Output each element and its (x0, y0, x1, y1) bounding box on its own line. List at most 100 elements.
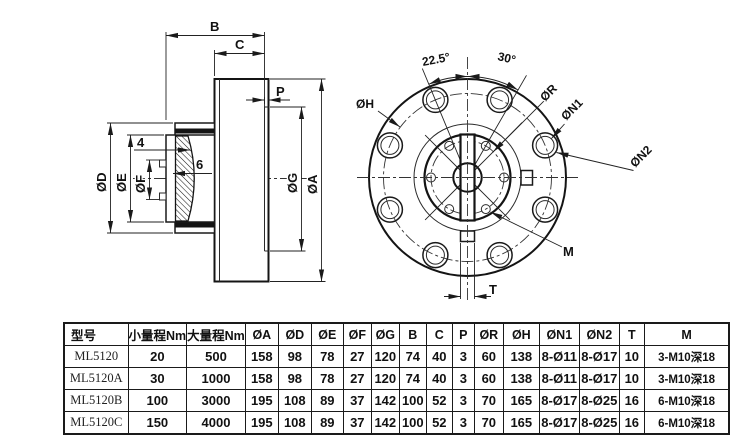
value-cell: 3 (451, 389, 475, 412)
value-cell: 138 (502, 345, 540, 368)
value-cell: 3 (451, 367, 475, 390)
dim-label-6: 6 (196, 157, 203, 172)
value-cell: 142 (370, 389, 400, 412)
model-cell: ML5120A (63, 367, 129, 390)
value-cell: 3000 (186, 389, 246, 412)
value-cell: 78 (310, 345, 344, 368)
column-header: ØH (502, 322, 540, 346)
angle-label-30: 30° (496, 49, 517, 67)
dim-label-dD: ØD (94, 173, 109, 193)
value-cell: 500 (186, 345, 246, 368)
value-cell: 8-Ø25 (578, 411, 620, 435)
value-cell: 30 (127, 367, 188, 390)
dim-label-dA: ØA (305, 174, 320, 194)
value-cell: 100 (398, 411, 427, 435)
column-header: ØF (342, 322, 372, 346)
model-cell: ML5120 (63, 345, 129, 368)
value-cell: 3 (451, 345, 475, 368)
value-cell: 150 (127, 411, 188, 435)
value-cell: 120 (370, 345, 400, 368)
value-cell: 89 (310, 411, 344, 435)
value-cell: 27 (342, 367, 372, 390)
value-cell: 6-M10深18 (643, 411, 730, 435)
column-header: ØD (277, 322, 312, 346)
dim-label-T: T (489, 282, 497, 297)
side-view: B C P 4 6 ØD ØE ØF ØG (93, 18, 326, 283)
value-cell: 70 (473, 411, 504, 435)
dim-label-dG: ØG (285, 173, 300, 193)
column-header: T (618, 322, 645, 346)
value-cell: 108 (277, 411, 312, 435)
dim-label-P: P (276, 84, 285, 99)
value-cell: 37 (342, 411, 372, 435)
value-cell: 142 (370, 411, 400, 435)
value-cell: 3-M10深18 (643, 345, 730, 368)
value-cell: 6-M10深18 (643, 389, 730, 412)
value-cell: 195 (244, 389, 279, 412)
front-view: 22.5° 30° ØH ØR ØN1 ØN2 M T (355, 48, 656, 301)
value-cell: 40 (425, 345, 453, 368)
value-cell: 10 (618, 367, 645, 390)
dim-label-dN2: ØN2 (627, 143, 655, 171)
value-cell: 165 (502, 411, 540, 435)
value-cell: 52 (425, 411, 453, 435)
column-header: ØG (370, 322, 400, 346)
value-cell: 89 (310, 389, 344, 412)
value-cell: 165 (502, 389, 540, 412)
value-cell: 10 (618, 345, 645, 368)
value-cell: 27 (342, 345, 372, 368)
dim-label-B: B (210, 19, 219, 34)
value-cell: 78 (310, 367, 344, 390)
model-cell: ML5120B (63, 389, 129, 412)
value-cell: 1000 (186, 367, 246, 390)
dim-label-4: 4 (137, 135, 145, 150)
value-cell: 3-M10深18 (643, 367, 730, 390)
column-header: ØR (473, 322, 504, 346)
model-cell: ML5120C (63, 411, 129, 435)
column-header: 小量程Nm (127, 322, 188, 346)
column-header: ØN1 (538, 322, 580, 346)
dim-label-dE: ØE (114, 173, 129, 192)
value-cell: 40 (425, 367, 453, 390)
column-header: ØE (310, 322, 344, 346)
column-header: ØN2 (578, 322, 620, 346)
column-header: M (643, 322, 730, 346)
column-header: ØA (244, 322, 279, 346)
dim-label-dR: ØR (537, 81, 560, 104)
value-cell: 8-Ø11 (538, 367, 580, 390)
column-header: 大量程Nm (186, 322, 246, 346)
value-cell: 52 (425, 389, 453, 412)
value-cell: 3 (451, 411, 475, 435)
model-column-header: 型号 (63, 322, 129, 346)
value-cell: 138 (502, 367, 540, 390)
value-cell: 74 (398, 345, 427, 368)
value-cell: 98 (277, 367, 312, 390)
flange-disc (213, 78, 270, 283)
value-cell: 8-Ø25 (578, 389, 620, 412)
value-cell: 158 (244, 345, 279, 368)
value-cell: 16 (618, 389, 645, 412)
value-cell: 8-Ø17 (538, 411, 580, 435)
value-cell: 4000 (186, 411, 246, 435)
value-cell: 70 (473, 389, 504, 412)
value-cell: 8-Ø17 (538, 389, 580, 412)
value-cell: 158 (244, 367, 279, 390)
diaphragm-section (174, 135, 195, 222)
value-cell: 120 (370, 367, 400, 390)
value-cell: 100 (127, 389, 188, 412)
column-header: B (398, 322, 427, 346)
value-cell: 74 (398, 367, 427, 390)
column-header: P (451, 322, 475, 346)
dim-label-M: M (563, 244, 574, 259)
value-cell: 37 (342, 389, 372, 412)
value-cell: 16 (618, 411, 645, 435)
